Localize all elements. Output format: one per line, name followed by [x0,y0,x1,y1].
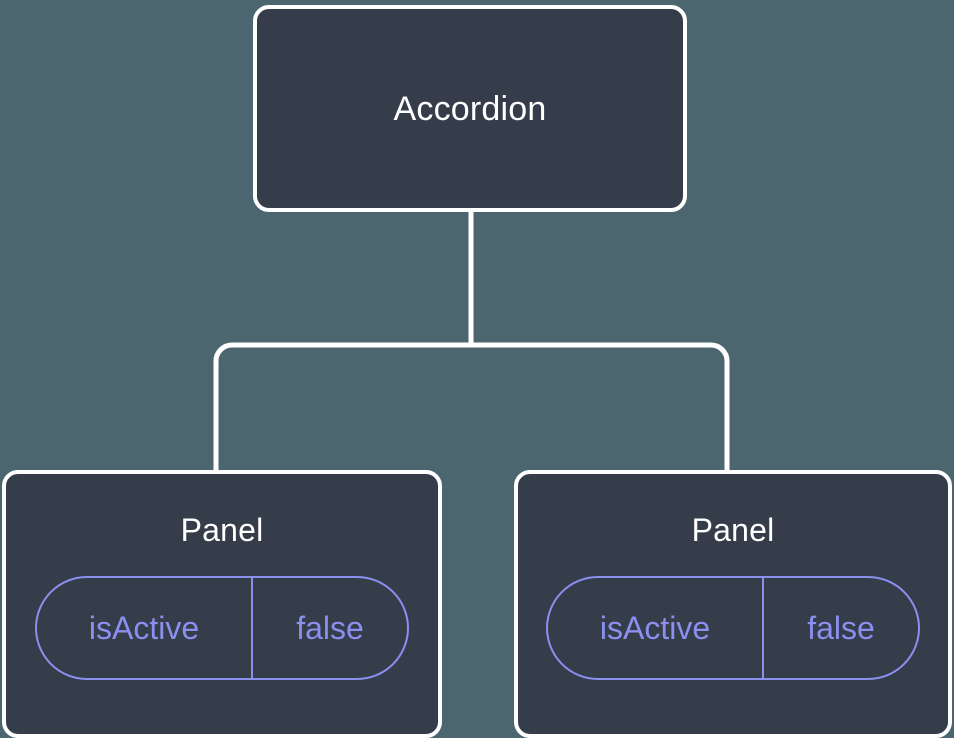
node-panel-left[interactable]: Panel isActive false [2,470,442,738]
connector-branch-right [471,342,730,470]
node-accordion[interactable]: Accordion [253,5,687,212]
connector-branch-left [213,342,471,470]
prop-key-isactive-right: isActive [548,578,764,678]
prop-pill-isactive-left[interactable]: isActive false [35,576,409,680]
node-panel-left-props: isActive false [6,576,438,680]
node-panel-left-title: Panel [180,512,264,548]
node-panel-right-props: isActive false [518,576,948,680]
prop-key-isactive-left: isActive [37,578,253,678]
prop-pill-isactive-right[interactable]: isActive false [546,576,920,680]
node-panel-right[interactable]: Panel isActive false [514,470,952,738]
prop-value-isactive-right: false [807,610,875,646]
prop-value-isactive-left: false [296,610,364,646]
node-accordion-title: Accordion [393,89,547,128]
node-panel-right-title: Panel [691,512,775,548]
